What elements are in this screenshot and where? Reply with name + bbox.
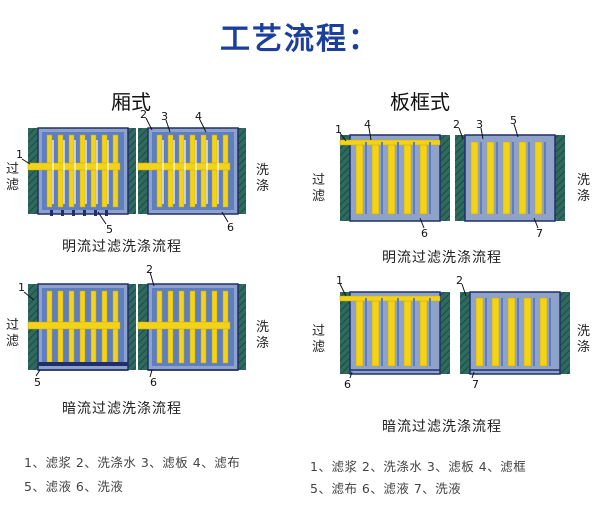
callout-5-dark: 5	[34, 376, 41, 389]
callout-2-pf-dark: 2	[456, 274, 463, 287]
chamber-open-filter-diagram: 1 5	[16, 127, 136, 236]
plate-frame-dark-caption: 暗流过滤洗涤流程	[382, 419, 502, 435]
plate-frame-open-caption: 明流过滤洗涤流程	[382, 250, 502, 266]
chamber-legend-line-1: 1、滤浆 2、洗涤水 3、滤板 4、滤布	[24, 455, 241, 470]
plate-frame-legend-line-2: 5、滤布 6、滤液 7、洗液	[310, 481, 462, 496]
callout-3: 3	[161, 110, 168, 123]
chamber-dark-wash-label: 洗涤	[256, 320, 270, 351]
plate-frame-dark-wash-diagram: 2 7	[456, 274, 570, 391]
plate-frame-legend-line-1: 1、滤浆 2、洗涤水 3、滤板 4、滤框	[310, 459, 527, 474]
plate-frame-dark-filter-label: 过滤	[312, 324, 326, 355]
callout-1-dark: 1	[18, 281, 25, 294]
callout-5-pf: 5	[510, 114, 517, 127]
callout-3-pf: 3	[476, 118, 483, 131]
plate-frame-dark-wash-label: 洗涤	[577, 324, 591, 355]
callout-1-pf-dark: 1	[336, 274, 343, 287]
callout-6-pf-dark: 6	[344, 378, 351, 391]
callout-2-pf: 2	[453, 118, 460, 131]
chamber-open-wash-label: 洗涤	[256, 163, 270, 194]
section-title-plate-frame: 板框式	[390, 90, 450, 114]
chamber-dark-caption: 暗流过滤洗涤流程	[62, 401, 182, 417]
plate-frame-open-filter-label: 过滤	[312, 173, 326, 204]
page-title: 工艺流程：	[220, 22, 380, 57]
callout-6: 6	[227, 221, 234, 234]
chamber-dark-filter-diagram: 1 5	[18, 281, 136, 389]
plate-frame-open-wash-diagram: 2 3 5 7	[453, 114, 565, 240]
plate-frame-open-filter-diagram: 1 4 6	[335, 118, 450, 240]
callout-4: 4	[195, 110, 202, 123]
chamber-legend-line-2: 5、滤液 6、洗液	[24, 479, 124, 494]
callout-7-pf-dark: 7	[472, 378, 479, 391]
plate-frame-open-wash-label: 洗涤	[577, 173, 591, 204]
callout-4-pf: 4	[364, 118, 371, 131]
callout-2-dark: 2	[146, 263, 153, 276]
callout-2: 2	[140, 108, 147, 121]
chamber-open-caption: 明流过滤洗涤流程	[62, 239, 182, 255]
callout-7-pf: 7	[536, 227, 543, 240]
callout-5: 5	[106, 223, 113, 236]
chamber-dark-filter-label: 过滤	[6, 318, 20, 349]
chamber-open-wash-diagram: 2 3 4 6	[137, 108, 246, 234]
callout-1-pf: 1	[335, 123, 342, 136]
chamber-open-filter-label: 过滤	[6, 162, 20, 193]
section-title-chamber: 厢式	[111, 90, 151, 114]
callout-6-pf: 6	[421, 227, 428, 240]
plate-frame-dark-filter-diagram: 1 6	[336, 274, 450, 391]
chamber-dark-wash-diagram: 2 6	[137, 263, 246, 389]
callout-6-dark: 6	[150, 376, 157, 389]
callout-1: 1	[16, 148, 23, 161]
